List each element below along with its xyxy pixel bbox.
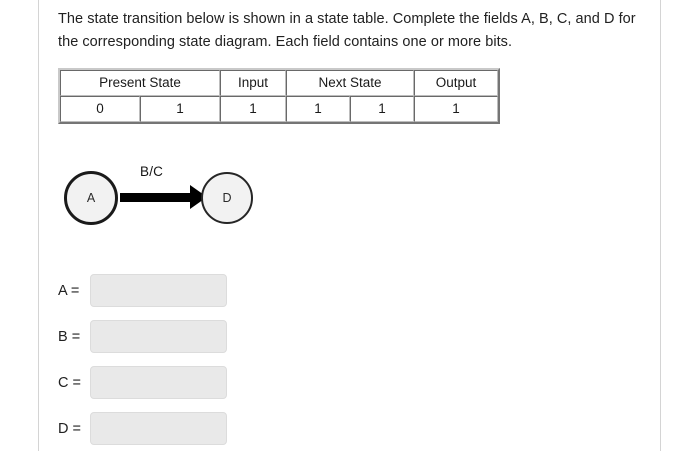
- question-content: The state transition below is shown in a…: [58, 0, 644, 458]
- answer-fields: A = B = C = D =: [58, 274, 644, 445]
- answer-input-b[interactable]: [90, 320, 227, 353]
- cell-output: 1: [414, 96, 498, 122]
- field-label-c: C =: [58, 374, 81, 391]
- question-prompt: The state transition below is shown in a…: [58, 11, 636, 50]
- header-input: Input: [220, 70, 286, 96]
- field-row-a: A =: [58, 274, 644, 307]
- cell-next-state-0: 1: [286, 96, 350, 122]
- cell-next-state-1: 1: [350, 96, 414, 122]
- header-output: Output: [414, 70, 498, 96]
- header-present-state: Present State: [60, 70, 220, 96]
- transition-label: B/C: [140, 164, 164, 179]
- field-row-d: D =: [58, 412, 644, 445]
- field-row-b: B =: [58, 320, 644, 353]
- state-table-container: Present State Input Next State Output 0 …: [58, 68, 644, 124]
- field-label-a: A =: [58, 282, 80, 299]
- page-rule-right: [660, 0, 661, 451]
- state-transition-table: Present State Input Next State Output 0 …: [58, 68, 500, 124]
- state-node-a: A: [64, 171, 118, 225]
- table-header-row: Present State Input Next State Output: [60, 70, 498, 96]
- cell-input: 1: [220, 96, 286, 122]
- header-next-state: Next State: [286, 70, 414, 96]
- field-label-b: B =: [58, 328, 81, 345]
- page-rule-left: [38, 0, 39, 451]
- transition-arrow-shaft: [120, 193, 192, 202]
- state-node-d: D: [201, 172, 253, 224]
- state-node-d-label: D: [222, 191, 232, 205]
- cell-present-state-1: 1: [140, 96, 220, 122]
- answer-input-c[interactable]: [90, 366, 227, 399]
- field-label-d: D =: [58, 420, 81, 437]
- cell-present-state-0: 0: [60, 96, 140, 122]
- answer-input-d[interactable]: [90, 412, 227, 445]
- answer-input-a[interactable]: [90, 274, 227, 307]
- field-row-c: C =: [58, 366, 644, 399]
- state-diagram: A B/C D: [58, 157, 644, 249]
- table-row: 0 1 1 1 1 1: [60, 96, 498, 122]
- state-node-a-label: A: [86, 191, 96, 205]
